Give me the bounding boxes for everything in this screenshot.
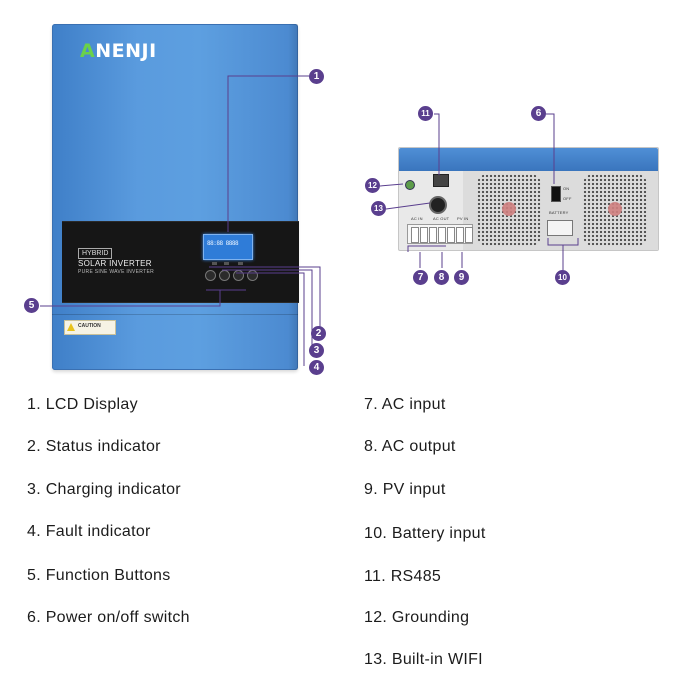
- inverter-terminal-view: AC IN AC OUT PV IN ON OFF BATTERY: [398, 147, 659, 251]
- leader-1: [227, 75, 309, 232]
- grounding-screw: [405, 180, 415, 190]
- legend-item: 11. RS485: [364, 568, 442, 585]
- terminal: [438, 227, 446, 243]
- front-seam: [52, 314, 298, 315]
- terminal-block: [407, 224, 473, 244]
- product-subtitle: PURE SINE WAVE INVERTER: [78, 269, 154, 275]
- legend-item: 1. LCD Display: [27, 396, 138, 413]
- callout-5: 5: [24, 298, 39, 313]
- leader-5: [40, 290, 221, 307]
- legend-item: 9. PV input: [364, 481, 446, 498]
- fan-hub-left: [502, 202, 516, 216]
- callout-13: 13: [371, 201, 386, 216]
- leader-13: [385, 202, 431, 210]
- callout-12: 12: [365, 178, 380, 193]
- caution-label: CAUTION: [64, 320, 116, 335]
- pv-in-label: PV IN: [457, 216, 469, 221]
- terminal: [456, 227, 464, 243]
- side-top-cover: [399, 148, 658, 171]
- warning-icon: [67, 323, 75, 331]
- legend-item: 6. Power on/off switch: [27, 609, 190, 626]
- terminal: [429, 227, 437, 243]
- status-led: [212, 262, 217, 265]
- wifi-antenna-port: [429, 196, 447, 214]
- leader-7-bar: [407, 245, 446, 252]
- inverter-front-view: ANENJI HYBRID SOLAR INVERTER PURE SINE W…: [52, 24, 299, 370]
- terminal: [447, 227, 455, 243]
- hybrid-badge: HYBRID: [78, 248, 113, 259]
- switch-on-label: ON: [563, 186, 570, 191]
- legend-item: 5. Function Buttons: [27, 567, 171, 584]
- legend-item: 3. Charging indicator: [27, 481, 181, 498]
- legend-item: 2. Status indicator: [27, 438, 161, 455]
- legend-item: 7. AC input: [364, 396, 446, 413]
- leader-4: [236, 272, 305, 366]
- switch-off-label: OFF: [563, 196, 572, 201]
- legend-item: 13. Built-in WIFI: [364, 651, 483, 668]
- callout-9: 9: [454, 270, 469, 285]
- callout-1: 1: [309, 69, 324, 84]
- legend-item: 8. AC output: [364, 438, 456, 455]
- callout-11: 11: [418, 106, 433, 121]
- front-side-edge: [288, 24, 298, 370]
- control-panel: HYBRID SOLAR INVERTER PURE SINE WAVE INV…: [62, 221, 299, 303]
- battery-terminals: [547, 220, 573, 236]
- power-switch[interactable]: [551, 186, 561, 202]
- leader-12: [379, 183, 404, 187]
- fan-hub-right: [608, 202, 622, 216]
- function-button-1[interactable]: [205, 270, 216, 281]
- leader-6: [546, 113, 555, 184]
- terminal: [411, 227, 419, 243]
- fault-led: [238, 262, 243, 265]
- callout-8: 8: [434, 270, 449, 285]
- leader-10-bar: [547, 238, 579, 246]
- callout-7: 7: [413, 270, 428, 285]
- caution-text: CAUTION: [78, 323, 101, 329]
- terminal: [465, 227, 473, 243]
- callout-10: 10: [555, 270, 570, 285]
- legend-item: 4. Fault indicator: [27, 523, 151, 540]
- callout-2: 2: [311, 326, 326, 341]
- charging-led: [224, 262, 229, 265]
- callout-3: 3: [309, 343, 324, 358]
- ac-in-label: AC IN: [411, 216, 423, 221]
- leader-2: [209, 266, 321, 333]
- terminal: [420, 227, 428, 243]
- leader-3: [222, 269, 313, 350]
- legend-item: 10. Battery input: [364, 525, 486, 542]
- brand-logo: ANENJI: [80, 40, 157, 62]
- battery-label: BATTERY: [549, 210, 569, 215]
- product-title: SOLAR INVERTER: [78, 259, 152, 268]
- leader-11: [434, 113, 440, 175]
- lcd-digits: 88:88 8888: [207, 240, 239, 247]
- ac-out-label: AC OUT: [433, 216, 450, 221]
- legend-item: 12. Grounding: [364, 609, 470, 626]
- lcd-display: 88:88 8888: [203, 234, 253, 260]
- callout-6: 6: [531, 106, 546, 121]
- callout-4: 4: [309, 360, 324, 375]
- rs485-port: [433, 174, 449, 187]
